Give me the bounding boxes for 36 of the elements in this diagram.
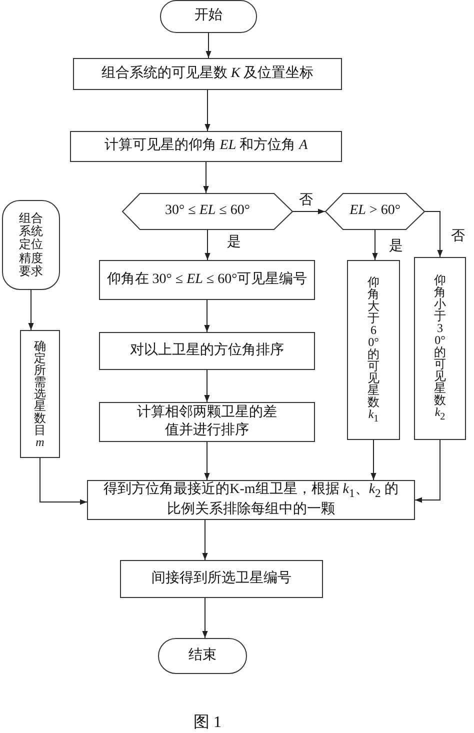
- decision-hexagon: 30° ≤ EL ≤ 60°: [122, 193, 293, 230]
- process-box: 间接得到所选卫星编号: [120, 560, 323, 598]
- edge-label: 是: [388, 240, 404, 254]
- process-box: 组合系统的可见星数 K 及位置坐标: [73, 58, 342, 90]
- input-terminal: 组合系统定位精度要求: [2, 200, 60, 290]
- arrow: [40, 458, 88, 505]
- arrow: [424, 211, 443, 258]
- process-box: 仰角在 30° ≤ EL ≤ 60°可见星编号: [99, 260, 315, 300]
- process-box: 得到方位角最接近的K-m组卫星，根据 k$_{1}$、k$_{2}$ 的比例关系排除每组中的一颗: [87, 480, 415, 520]
- arrow: [370, 440, 376, 480]
- start-terminal: 开始: [160, 0, 257, 33]
- arrow: [202, 520, 208, 560]
- arrow: [206, 32, 212, 58]
- process-box: 计算相邻两颗卫星的差值并进行排序: [99, 402, 315, 442]
- edge-label: 是: [226, 236, 242, 250]
- process-box: 仰角大于 60° 的可见星数 k$_{1}$: [347, 260, 400, 440]
- edge-label: 否: [298, 194, 314, 208]
- decision-hexagon: EL > 60°: [325, 193, 425, 230]
- arrow: [204, 90, 210, 132]
- arrow: [292, 208, 326, 214]
- arrow: [414, 440, 440, 503]
- process-box: 计算可见星的仰角 EL 和方位角 A: [70, 131, 342, 162]
- figure-caption: 图 1: [194, 714, 222, 731]
- process-box: 仰角小于 30° 的可见星数 k$_{2}$: [414, 257, 466, 440]
- process-box: 对以上卫星的方位角排序: [99, 332, 315, 370]
- arrow: [204, 300, 210, 332]
- arrow: [372, 230, 378, 260]
- end-terminal: 结束: [158, 638, 247, 674]
- arrow: [204, 442, 210, 480]
- arrow: [28, 290, 34, 330]
- arrow: [202, 598, 208, 638]
- edge-label: 否: [450, 230, 466, 244]
- arrow: [204, 370, 210, 402]
- arrow: [203, 162, 209, 194]
- process-box: 确定所需选星数目 m: [20, 330, 60, 458]
- arrow: [204, 230, 210, 260]
